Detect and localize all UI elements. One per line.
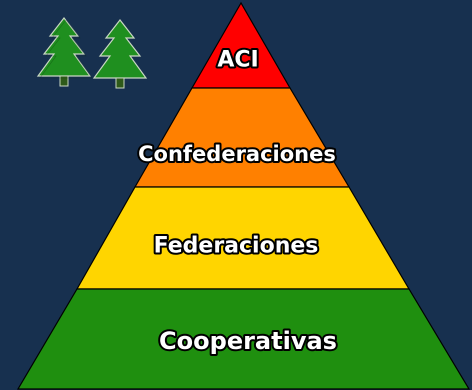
tier-aci-shape: [190, 1, 292, 89]
pine-tree-left-icon: [36, 17, 93, 87]
pine-trees-icon: [36, 17, 148, 89]
tier-federaciones: Federaciones: [75, 186, 411, 290]
tier-federaciones-label: Federaciones: [154, 234, 319, 259]
pyramid: ACI Confederaciones Federaciones Coopera…: [16, 1, 471, 390]
tier-cooperativas-shape: [16, 288, 471, 390]
tier-cooperativas: Cooperativas: [16, 288, 471, 390]
tier-confederaciones-shape: [133, 87, 351, 188]
tier-confederaciones-label: Confederaciones: [138, 142, 336, 166]
tier-aci-label: ACI: [217, 48, 258, 73]
tier-cooperativas-label: Cooperativas: [159, 327, 337, 355]
tier-confederaciones: Confederaciones: [133, 87, 351, 188]
pine-tree-right-icon: [92, 19, 148, 89]
tier-aci: ACI: [190, 1, 292, 89]
